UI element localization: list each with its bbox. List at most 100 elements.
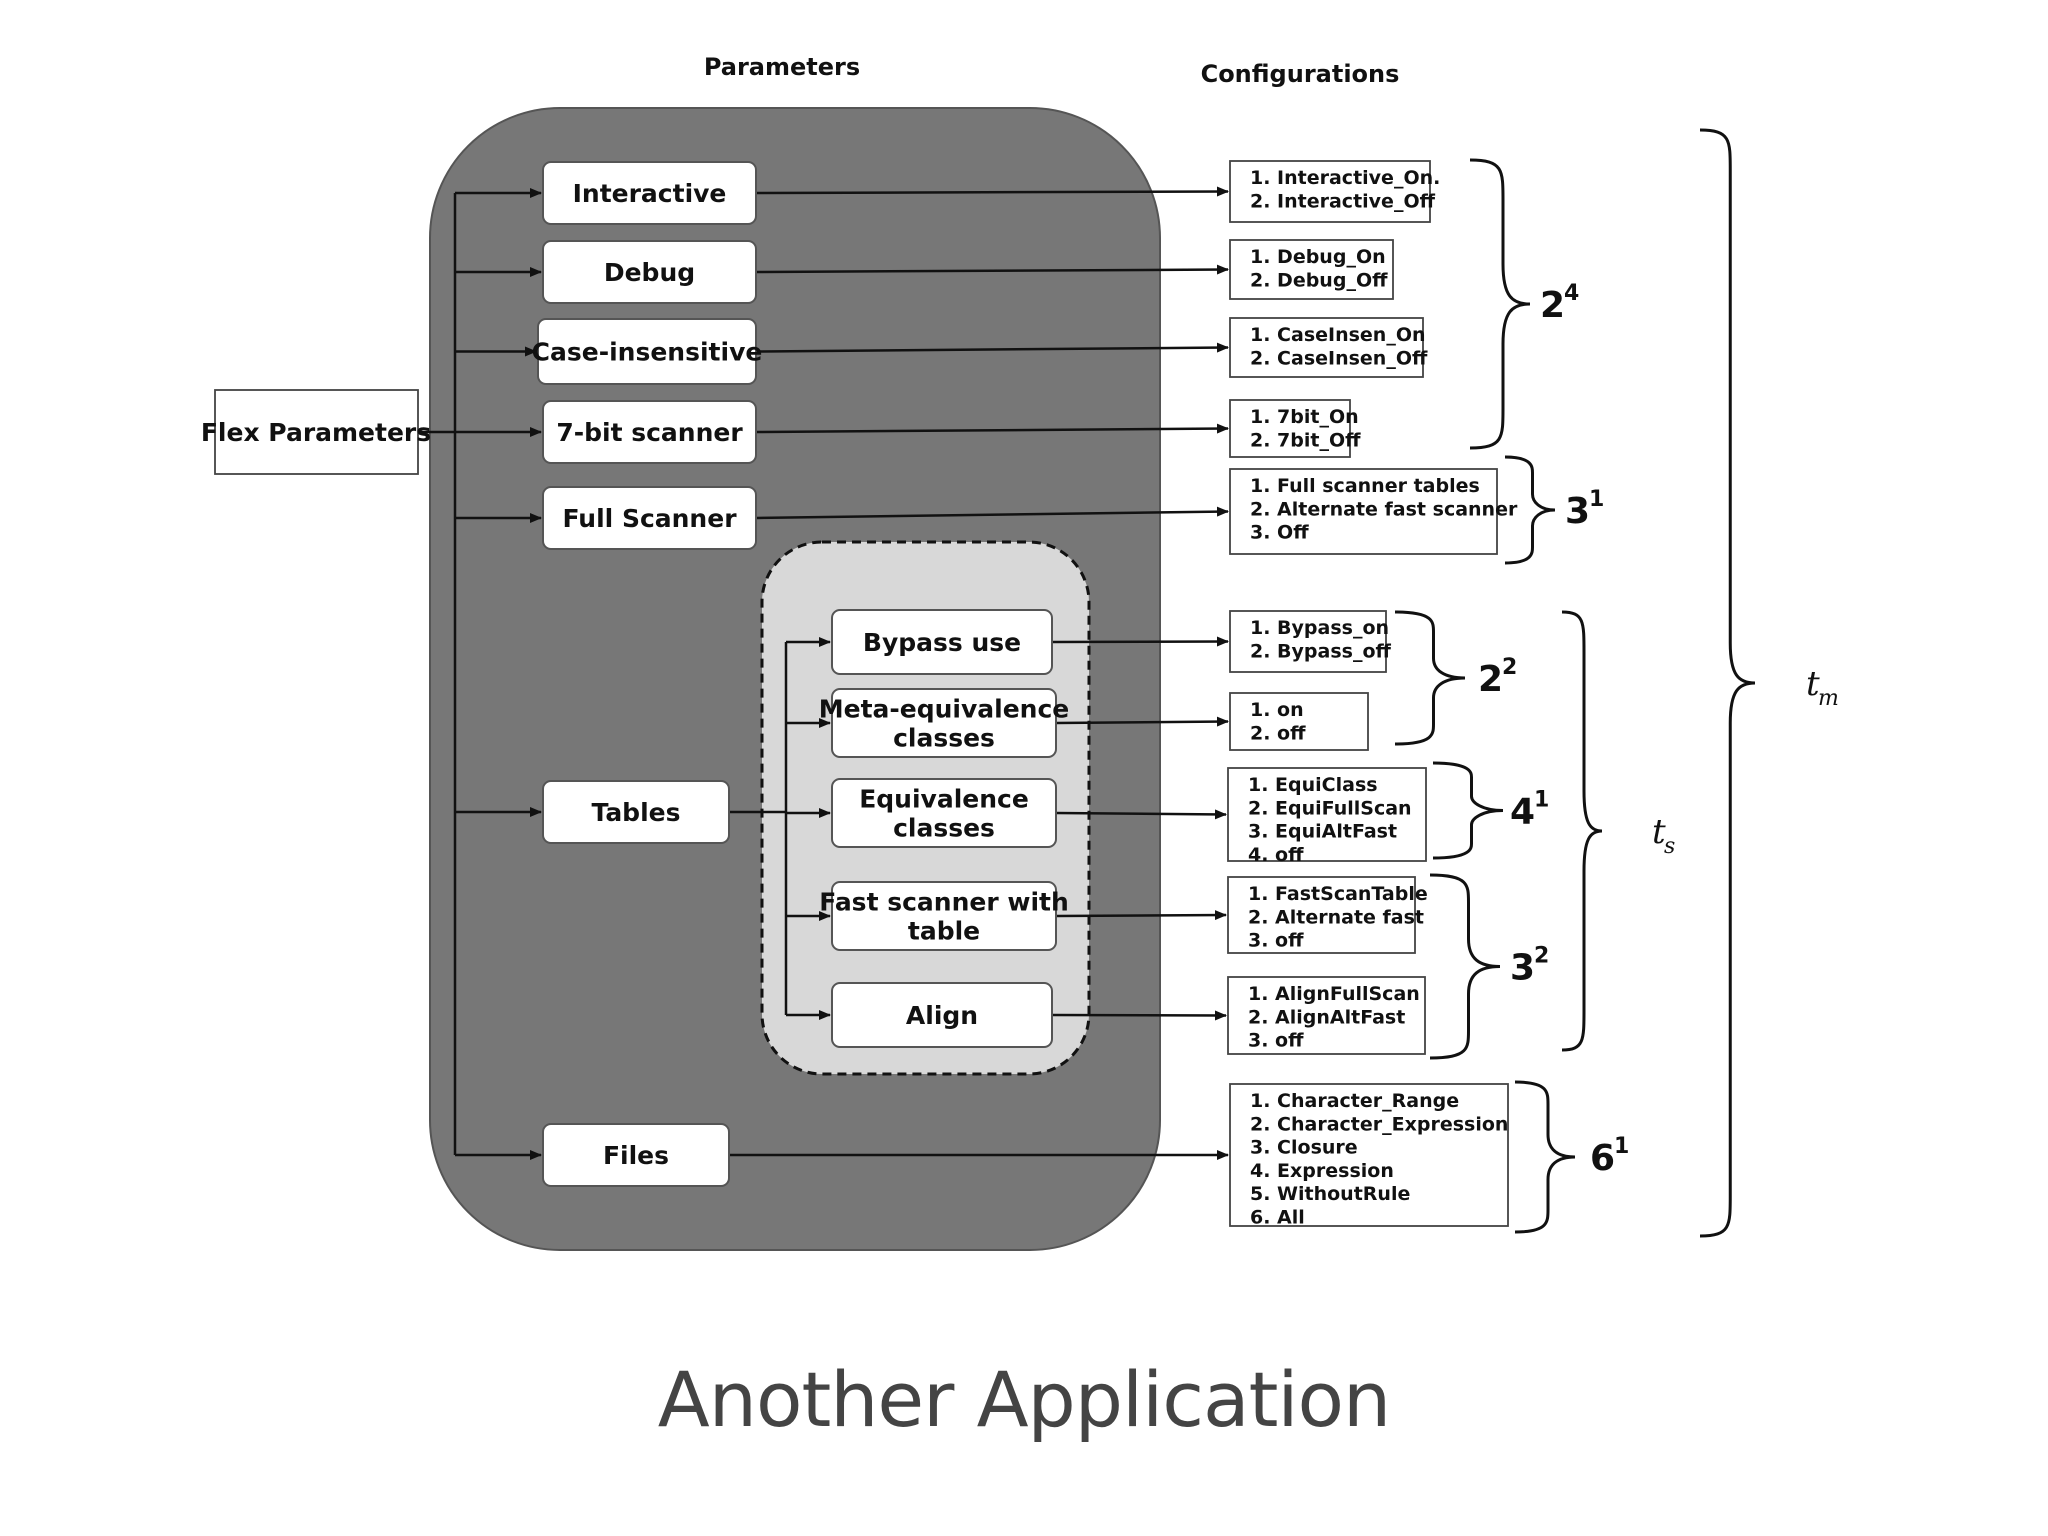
param-box [542, 161, 757, 225]
count-bypass-meta: 22 [1478, 655, 1517, 700]
count-exponent: 1 [1589, 487, 1604, 512]
config-option: 2. AlignAltFast [1248, 1006, 1405, 1028]
sub-param-label: Bypass use [863, 628, 1021, 657]
config-option: 1. Interactive_On. [1250, 167, 1440, 189]
config-box-frame [1229, 239, 1394, 300]
param-to-config-line-3 [755, 342, 1229, 353]
config-option: 2. off [1250, 722, 1306, 744]
config-box-1: 1. Interactive_On.2. Interactive_Off [1229, 160, 1440, 223]
param-box [542, 400, 757, 464]
config-option: 3. EquiAltFast [1248, 821, 1397, 843]
param-node-files: Files [542, 1123, 730, 1187]
param-node-case-insensitive: Case-insensitive [532, 318, 763, 385]
config-option: 2. Bypass_off [1250, 640, 1392, 662]
param-box [542, 240, 757, 304]
table-sub-parameter-nodes: Bypass useMeta-equivalenceclassesEquival… [819, 609, 1070, 1048]
param-node-full-scanner: Full Scanner [542, 486, 757, 550]
param-to-config-line-1 [755, 186, 1229, 197]
configurations-header: Configurations [1201, 60, 1400, 88]
count-base: 4 [1510, 792, 1535, 833]
param-box [542, 780, 730, 844]
config-option: 2. Character_Expression [1250, 1113, 1508, 1135]
param-box [542, 486, 757, 550]
parameters-header: Parameters [704, 53, 860, 81]
tm-label: tm [1806, 664, 1839, 711]
count-base: 3 [1510, 948, 1535, 989]
config-option: 2. Interactive_Off [1250, 190, 1436, 212]
config-option: 1. Bypass_on [1250, 617, 1389, 639]
param-to-config-line-7 [1055, 716, 1229, 727]
config-option: 2. Alternate fast [1248, 906, 1424, 928]
config-option: 1. 7bit_On [1250, 406, 1359, 428]
sub-param-node-align: Align [831, 982, 1053, 1048]
param-node-tables: Tables [542, 780, 730, 844]
config-option: 2. EquiFullScan [1248, 797, 1412, 819]
ts-label: ts [1652, 812, 1675, 859]
sub-param-label: Equivalence [859, 785, 1029, 814]
count-base: 2 [1540, 285, 1565, 326]
config-option: 1. EquiClass [1248, 774, 1378, 796]
config-option: 1. on [1250, 699, 1304, 721]
sub-param-label: Meta-equivalence [819, 695, 1070, 724]
tm-sub: m [1818, 686, 1839, 711]
param-label: Case-insensitive [532, 338, 763, 367]
root-node: Flex Parameters [201, 389, 431, 475]
param-label: Files [603, 1141, 669, 1170]
count-exponent: 2 [1534, 944, 1549, 969]
config-box-frame [1229, 692, 1369, 751]
config-option: 2. CaseInsen_Off [1250, 347, 1428, 369]
config-box-frame [1227, 876, 1416, 954]
brace-equivalence [1432, 761, 1504, 860]
sub-param-box [831, 982, 1053, 1048]
param-to-config-line-10 [1051, 1010, 1227, 1021]
brace-binary-group [1469, 158, 1531, 450]
param-box [537, 318, 757, 385]
param-to-config-line-5 [755, 506, 1229, 520]
config-option: 3. off [1248, 930, 1304, 952]
brace-tm [1699, 128, 1756, 1238]
count-fast-align: 32 [1510, 944, 1549, 989]
tm-main: t [1806, 664, 1820, 704]
config-option: 1. FastScanTable [1248, 883, 1428, 905]
config-option: 5. WithoutRule [1250, 1183, 1410, 1205]
sub-param-label: Align [906, 1001, 978, 1030]
config-option: 4. off [1248, 844, 1304, 866]
count-exponent: 1 [1614, 1134, 1629, 1159]
config-option: 1. CaseInsen_On [1250, 324, 1426, 346]
config-option: 2. Alternate fast scanner [1250, 498, 1518, 520]
param-node-7-bit-scanner: 7-bit scanner [542, 400, 757, 464]
config-option: 1. Debug_On [1250, 246, 1386, 268]
config-box-frame [1229, 317, 1424, 378]
config-option: 3. off [1248, 1030, 1304, 1052]
count-files: 61 [1590, 1134, 1629, 1179]
sub-param-box [831, 609, 1053, 675]
configuration-boxes: 1. Interactive_On.2. Interactive_Off 1. D… [1227, 160, 1518, 1229]
sub-param-label: classes [893, 724, 995, 753]
count-binary-group: 24 [1540, 281, 1579, 326]
sub-param-box [831, 881, 1057, 951]
config-option: 3. Off [1250, 522, 1309, 544]
config-box-frame [1229, 468, 1498, 555]
brace-files [1514, 1080, 1576, 1234]
config-box-frame [1229, 160, 1431, 223]
param-label: Interactive [573, 179, 727, 208]
count-exponent: 4 [1564, 281, 1579, 306]
config-box-frame [1229, 610, 1387, 673]
param-label: Tables [591, 798, 680, 827]
config-option: 1. Full scanner tables [1250, 475, 1480, 497]
param-node-interactive: Interactive [542, 161, 757, 225]
count-full-scanner: 31 [1565, 487, 1604, 532]
count-exponent: 1 [1534, 788, 1549, 813]
param-node-debug: Debug [542, 240, 757, 304]
config-box-4: 1. 7bit_On2. 7bit_Off [1229, 399, 1361, 458]
slide-title: Another Application [657, 1355, 1391, 1444]
sub-param-box [831, 688, 1057, 758]
config-box-6: 1. Bypass_on2. Bypass_off [1229, 610, 1392, 673]
